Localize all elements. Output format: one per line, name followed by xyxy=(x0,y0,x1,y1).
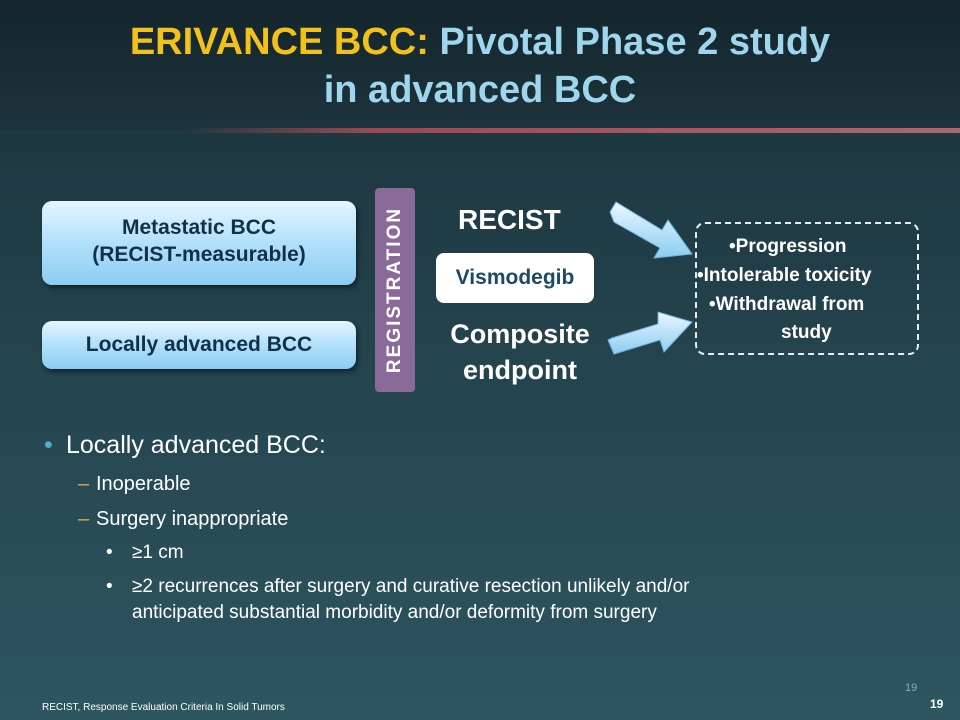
metastatic-line2: (RECIST-measurable) xyxy=(92,243,306,266)
slide-title: ERIVANCE BCC: Pivotal Phase 2 study in a… xyxy=(0,18,960,114)
metastatic-bcc-box: Metastatic BCC (RECIST-measurable) xyxy=(42,201,356,285)
registration-bar: REGISTRATION xyxy=(375,188,415,392)
bullet-dot-icon: • xyxy=(44,431,53,459)
vismodegib-box: Vismodegib xyxy=(436,253,594,303)
sub-sub-bullet-item: • ≥1 cm xyxy=(44,540,924,566)
arrow-down-right-icon xyxy=(607,311,693,355)
outcomes-box: •Progression •Intolerable toxicity •With… xyxy=(695,222,919,355)
sub-sub-bullet-item: • ≥2 recurrences after surgery and curat… xyxy=(106,576,690,623)
title-line2: in advanced BCC xyxy=(323,69,637,111)
bullet-item: • Locally advanced BCC: xyxy=(44,428,924,462)
title-accent: ERIVANCE BCC: xyxy=(129,21,429,63)
recist-label: RECIST xyxy=(458,204,561,235)
outcome-item-continued: study xyxy=(781,322,832,343)
composite-line2: endpoint xyxy=(463,355,577,385)
bullet-list: • Locally advanced BCC: – Inoperable – S… xyxy=(44,428,924,626)
bullet-dot-icon: • xyxy=(106,576,113,597)
composite-line1: Composite xyxy=(450,319,590,349)
outcome-item: •Withdrawal from xyxy=(709,294,865,315)
locally-advanced-bcc-box: Locally advanced BCC xyxy=(42,321,356,369)
metastatic-line1: Metastatic BCC xyxy=(121,216,277,239)
page-number: 19 xyxy=(930,697,944,711)
dash-icon: – xyxy=(78,508,90,530)
bullet-dot-icon: • xyxy=(106,542,113,563)
arrow-up-right-icon xyxy=(609,201,693,259)
outcome-item: •Intolerable toxicity xyxy=(697,265,872,286)
sub-bullet-item: – Surgery inappropriate xyxy=(78,508,289,530)
arrows-graphic xyxy=(607,201,693,355)
page-number-faint: 19 xyxy=(905,682,918,694)
composite-endpoint-label: Composite endpoint xyxy=(430,316,610,388)
dash-icon: – xyxy=(78,473,90,495)
title-rest: Pivotal Phase 2 study xyxy=(428,21,831,63)
title-band xyxy=(0,0,960,130)
title-divider xyxy=(180,128,960,133)
outcome-item: •Progression xyxy=(729,236,847,257)
footnote: RECIST, Response Evaluation Criteria In … xyxy=(42,702,285,713)
sub-bullet-item: – Inoperable xyxy=(78,473,191,495)
registration-label: REGISTRATION xyxy=(384,206,405,374)
